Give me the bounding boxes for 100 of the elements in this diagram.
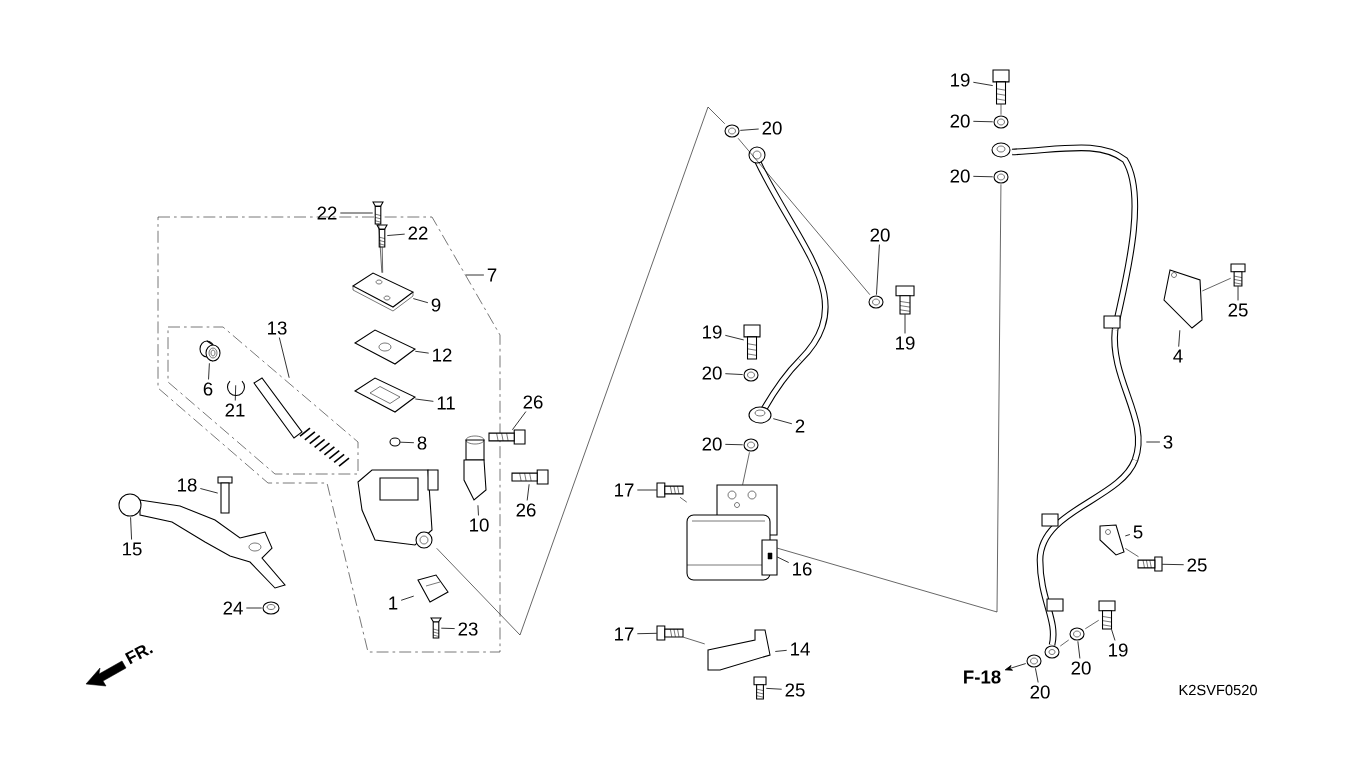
washer-drawing [868, 295, 884, 309]
boot-drawing [199, 340, 221, 362]
leader-line [208, 362, 210, 380]
washer-drawing [743, 368, 759, 382]
callout-number: 1 [389, 596, 398, 610]
leader-line [1237, 285, 1239, 301]
callout-number: 4 [1173, 349, 1183, 363]
alignment-line [378, 223, 383, 274]
washer-drawing [993, 170, 1009, 184]
leader-line [414, 350, 430, 354]
alignment-line [679, 496, 688, 503]
leader-line [477, 504, 479, 516]
callout-number: 25 [1187, 558, 1207, 572]
leader-line [440, 627, 456, 629]
bolt-drawing [511, 469, 549, 485]
callout-number: 25 [785, 683, 805, 697]
banjo-fitting-drawing [1044, 645, 1060, 659]
ring-drawing [389, 437, 401, 447]
callout-number: 5 [1133, 525, 1143, 539]
callout-number: 23 [458, 622, 478, 636]
callout-number: 19 [951, 73, 970, 87]
bolt-drawing [1098, 600, 1116, 630]
callout-number: 14 [791, 642, 810, 656]
alignment-line [1125, 548, 1139, 558]
bolt-drawing [488, 429, 526, 445]
callout-number: 20 [950, 169, 970, 183]
callout-number: 20 [1071, 661, 1091, 675]
leader-line [774, 649, 788, 652]
leader-line [1077, 640, 1081, 659]
callout-number: 18 [178, 478, 197, 492]
washer-drawing [993, 115, 1009, 129]
callout-number: 11 [437, 396, 455, 410]
callout-number: 17 [615, 627, 634, 641]
pivot-bolt-drawing [217, 476, 233, 514]
direction-label: FR. [124, 645, 154, 665]
bolt-drawing [1137, 556, 1163, 572]
leader-line [526, 483, 530, 501]
alignment-line [381, 246, 383, 274]
leader-line [1178, 329, 1181, 348]
holder-drawing [463, 435, 487, 501]
leader-line [386, 233, 406, 236]
leader-line [339, 212, 374, 214]
reference-label: F-18 [964, 670, 1001, 684]
callout-number: 26 [516, 503, 536, 517]
washer-drawing [743, 438, 759, 452]
alignment-line [683, 636, 706, 645]
bolt-drawing [743, 324, 761, 360]
leader-line [399, 441, 415, 444]
leader-line [724, 373, 744, 375]
callout-number: 20 [702, 366, 722, 380]
leader-line [234, 384, 237, 401]
leader-line [765, 687, 783, 690]
brake-switch-drawing [417, 574, 449, 603]
leader-line [972, 81, 994, 86]
leader-line [414, 398, 434, 402]
leader-line [724, 334, 745, 341]
piston-drawing [253, 377, 350, 467]
leader-line [1111, 628, 1116, 641]
bolt-drawing [1230, 263, 1246, 287]
leader-line [199, 488, 219, 494]
bolt-drawing [992, 69, 1010, 105]
callout-number: 2 [795, 419, 805, 433]
callout-number: 17 [615, 483, 634, 497]
leader-line [465, 274, 485, 276]
bracket-drawing [1163, 269, 1203, 329]
callout-number: 24 [223, 601, 243, 615]
leader-line [278, 337, 290, 379]
screw-drawing [430, 617, 442, 639]
leader-line [636, 489, 658, 491]
alignment-line [737, 137, 871, 296]
callout-number: 20 [870, 228, 890, 242]
drawing-number: K2SVF0520 [1179, 684, 1257, 696]
callout-number: 9 [431, 298, 441, 312]
leader-line [130, 516, 132, 540]
washer-drawing [1069, 627, 1085, 641]
callout-number: 20 [702, 437, 722, 451]
callout-number: 21 [225, 403, 245, 417]
master-cylinder-drawing [357, 469, 439, 549]
screw-drawing [372, 201, 384, 225]
alignment-line [777, 183, 1002, 613]
leader-line [776, 556, 790, 563]
leader-line [512, 411, 527, 431]
callout-number: 8 [417, 436, 427, 450]
callout-number: 20 [762, 121, 782, 135]
callout-number: 22 [408, 226, 428, 240]
leader-line [972, 175, 994, 178]
leader-line [876, 244, 880, 296]
leader-line [972, 120, 994, 123]
callout-number: 16 [793, 562, 812, 576]
washer-drawing [1026, 654, 1042, 668]
bolt-drawing [656, 482, 684, 498]
leader-line [772, 418, 793, 425]
callout-number: 7 [487, 268, 497, 282]
reference-arrow [1004, 663, 1027, 671]
callout-number: 19 [1109, 643, 1128, 657]
bracket-drawing [707, 629, 771, 671]
clamp-drawing [1099, 524, 1125, 556]
callout-number: 19 [896, 336, 915, 350]
callout-number: 6 [203, 382, 213, 396]
callout-number: 15 [123, 542, 142, 556]
